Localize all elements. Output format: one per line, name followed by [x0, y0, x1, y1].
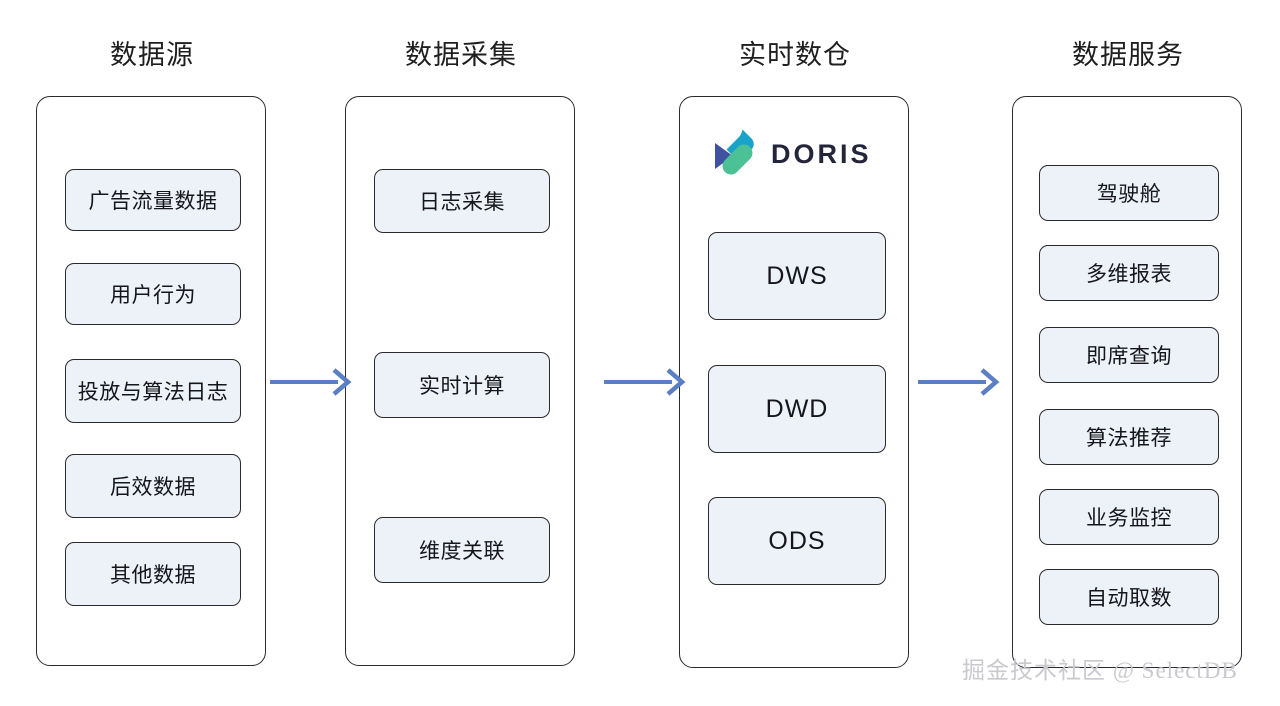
container-data-source: 广告流量数据 用户行为 投放与算法日志 后效数据 其他数据 [36, 96, 266, 666]
node-user-behavior[interactable]: 用户行为 [65, 263, 241, 325]
node-dimension-join[interactable]: 维度关联 [374, 517, 550, 583]
column-title-data-collection: 数据采集 [405, 40, 517, 70]
container-data-collection: 日志采集 实时计算 维度关联 [345, 96, 575, 666]
node-realtime-compute[interactable]: 实时计算 [374, 352, 550, 418]
doris-logo: DORIS [711, 123, 881, 185]
arrow-warehouse-to-service-icon [918, 368, 1000, 396]
node-log-collection[interactable]: 日志采集 [374, 169, 550, 233]
node-ad-hoc-query[interactable]: 即席查询 [1039, 327, 1219, 383]
node-ods[interactable]: ODS [708, 497, 886, 585]
node-automatic-data-fetch[interactable]: 自动取数 [1039, 569, 1219, 625]
column-title-data-service: 数据服务 [1072, 40, 1184, 70]
column-title-realtime-warehouse: 实时数仓 [739, 40, 851, 70]
doris-mark-icon [715, 129, 754, 175]
node-ad-traffic-data[interactable]: 广告流量数据 [65, 169, 241, 231]
node-delivery-algorithm-logs[interactable]: 投放与算法日志 [65, 359, 241, 423]
node-business-monitoring[interactable]: 业务监控 [1039, 489, 1219, 545]
container-data-service: 驾驶舱 多维报表 即席查询 算法推荐 业务监控 自动取数 [1012, 96, 1242, 668]
doris-wordmark: DORIS [771, 138, 872, 169]
node-cockpit[interactable]: 驾驶舱 [1039, 165, 1219, 221]
arrow-collect-to-warehouse-icon [604, 368, 686, 396]
column-title-data-source: 数据源 [110, 40, 194, 70]
node-other-data[interactable]: 其他数据 [65, 542, 241, 606]
arrow-source-to-collect-icon [270, 368, 352, 396]
node-post-effect-data[interactable]: 后效数据 [65, 454, 241, 518]
container-realtime-warehouse: DORIS DWS DWD ODS [679, 96, 909, 668]
node-dws[interactable]: DWS [708, 232, 886, 320]
node-multidimensional-report[interactable]: 多维报表 [1039, 245, 1219, 301]
node-dwd[interactable]: DWD [708, 365, 886, 453]
node-algorithm-recommendation[interactable]: 算法推荐 [1039, 409, 1219, 465]
